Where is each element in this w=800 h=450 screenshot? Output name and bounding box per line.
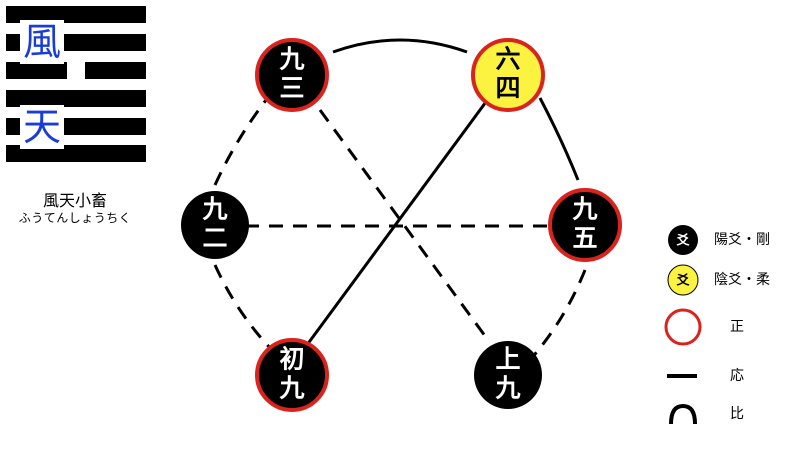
dashed-link-5-6 (528, 269, 587, 361)
yin-label: 陰爻・柔 (714, 272, 770, 288)
legend-resonance: 応 (650, 356, 800, 396)
node-1-circle (255, 338, 329, 412)
resonance-line-1-4 (288, 71, 510, 369)
line-node-1: 初 九 (255, 338, 329, 412)
legend: 爻 陽爻・剛 爻 陰爻・柔 正 応 比 (650, 220, 800, 440)
node-6-top: 上 (495, 345, 520, 374)
node-4-circle (471, 38, 545, 112)
adjacency-arc-4-5 (538, 97, 580, 181)
adjacency-label: 比 (730, 406, 744, 422)
node-2-circle (181, 191, 249, 259)
node-6-circle (474, 341, 542, 409)
node-2-top: 九 (201, 195, 227, 224)
node-5-circle (548, 188, 622, 262)
resonance-line-swatch (667, 374, 697, 378)
yang-label: 陽爻・剛 (714, 232, 770, 248)
hexagram-title: 風天小畜 (42, 191, 107, 210)
legend-yin: 爻 陰爻・柔 (650, 260, 800, 300)
yang-line-swatch: 爻 (668, 225, 698, 255)
line-node-4: 六 四 (471, 38, 545, 112)
hexagram-line-6 (6, 6, 146, 23)
hexagram-line-3 (6, 90, 146, 107)
legend-yang: 爻 陽爻・剛 (650, 220, 800, 260)
resonance-label: 応 (730, 368, 744, 384)
hexagram-symbol: 風 天 (6, 6, 146, 162)
adjacency-arc-3-4 (332, 38, 468, 54)
adjacency-arc-swatch (669, 403, 697, 425)
hexagram-line-4-right (85, 62, 146, 79)
legend-correct: 正 (650, 307, 800, 347)
node-3-bottom: 三 (279, 74, 304, 103)
node-1-top: 初 (279, 345, 304, 374)
yang-swatch-symbol: 爻 (675, 233, 690, 249)
hexagram-line-4-left (6, 62, 67, 79)
hexagram-reading: ふうてんしょうちく (18, 211, 132, 225)
lower-trigram-label: 天 (20, 105, 64, 149)
node-5-top: 九 (571, 195, 597, 224)
line-node-5: 九 五 (548, 188, 622, 262)
line-node-3: 九 三 (255, 38, 329, 112)
correct-label: 正 (730, 319, 744, 335)
node-4-top: 六 (495, 45, 520, 74)
node-1-bottom: 九 (278, 374, 304, 403)
node-6-bottom: 九 (494, 374, 520, 403)
yin-line-swatch: 爻 (667, 264, 699, 296)
node-4-bottom: 四 (495, 74, 520, 103)
correct-position-swatch (664, 308, 702, 346)
node-3-circle (255, 38, 329, 112)
line-node-2: 九 二 (181, 191, 249, 259)
line-node-6: 上 九 (474, 341, 542, 409)
dashed-link-2-3 (213, 79, 284, 186)
node-2-bottom: 二 (202, 224, 227, 253)
yin-swatch-symbol: 爻 (675, 273, 690, 289)
hexagram-line-1 (6, 145, 146, 162)
upper-trigram-label: 風 (20, 20, 64, 64)
node-3-top: 九 (278, 45, 304, 74)
legend-adjacency: 比 (650, 394, 800, 434)
node-5-bottom: 五 (572, 224, 597, 253)
